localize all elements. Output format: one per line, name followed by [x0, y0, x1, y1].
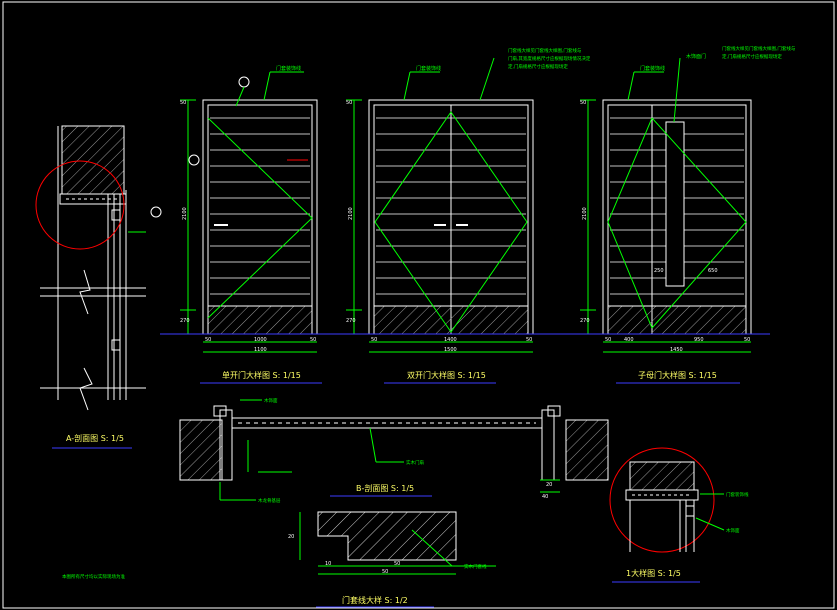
single-tag: 门套装饰线: [276, 65, 301, 72]
double-dim-inner: 1400: [444, 337, 457, 343]
secb-label-3: 木龙骨基层: [258, 497, 281, 504]
mother-door-title: 子母门大样图 S: 1/15: [638, 370, 717, 380]
mother-dim-inner-a: 250: [654, 268, 664, 274]
secb-label-1: 木饰面: [264, 397, 278, 404]
mother-dim-inner-b: 650: [708, 268, 718, 274]
bottom-note: 本图所有尺寸均以实际现场为准: [62, 573, 125, 580]
mother-dim-left: 50: [605, 337, 611, 343]
doorline-dim-2: 50: [394, 561, 400, 567]
single-door-elevation: [180, 71, 318, 353]
double-dim-top: 50: [346, 100, 352, 106]
door-line-drawing: [299, 511, 496, 575]
mother-note-1: 门套线大样见门套线大样图,门套线与: [722, 45, 795, 52]
double-dim-right: 50: [526, 337, 532, 343]
single-dim-inner: 1000: [254, 337, 267, 343]
single-dim-bottom: 270: [180, 318, 190, 324]
double-dim-bottom: 270: [346, 318, 356, 324]
detail-callout-circle: [35, 160, 125, 250]
mother-dim-overall: 1450: [670, 347, 683, 353]
section-a-drawing: [35, 125, 162, 411]
detail1-label-1: 门套装饰线: [726, 491, 749, 498]
door-line-title: 门套线大样 S: 1/2: [342, 595, 408, 605]
double-dim-overall: 1500: [444, 347, 457, 353]
double-dim-height: 2100: [348, 207, 354, 220]
detail-1-drawing: [609, 447, 725, 553]
mother-dim-leftw: 400: [624, 337, 634, 343]
mother-door-elevation: [580, 57, 752, 353]
note-top-3: 定,门扇规格尺寸应根据现场定: [508, 63, 568, 70]
section-a-title: A-剖面图 S: 1/5: [66, 433, 124, 443]
mother-dim-right: 50: [744, 337, 750, 343]
section-b-drawing: [179, 399, 609, 501]
note-top-2: 门扇,其宽度规格尺寸应根据现场情况决定: [508, 55, 591, 62]
doorline-dim-h: 20: [288, 534, 294, 540]
note-top-1: 门套线大样见门套线大样图,门套线与: [508, 47, 581, 54]
mother-dim-top: 50: [580, 100, 586, 106]
section-b-title: B-剖面图 S: 1/5: [356, 483, 414, 493]
secb-dim-1: 20: [546, 482, 552, 488]
double-door-title: 双开门大样图 S: 1/15: [407, 370, 486, 380]
mother-dim-height: 2100: [582, 207, 588, 220]
single-dim-overall: 1100: [254, 347, 267, 353]
detail1-label-2: 木饰面: [726, 527, 740, 534]
mother-tag: 门套装饰线: [640, 65, 665, 72]
double-dim-left: 50: [371, 337, 377, 343]
mother-dim-bottom: 270: [580, 318, 590, 324]
mother-tag-door: 木饰面门: [686, 53, 706, 60]
single-dim-right: 50: [310, 337, 316, 343]
mother-note-2: 定,门扇规格尺寸应根据现场定: [722, 53, 782, 60]
double-tag: 门套装饰线: [416, 65, 441, 72]
doorline-dim-1: 10: [325, 561, 331, 567]
doorline-label: 实木门套线: [464, 563, 487, 570]
detail-1-title: 1大样图 S: 1/5: [626, 568, 681, 578]
doorline-dim-3: 50: [382, 569, 388, 575]
double-door-elevation: [346, 57, 534, 353]
single-door-title: 单开门大样图 S: 1/15: [222, 370, 301, 380]
secb-dim-2: 40: [542, 494, 548, 500]
single-dim-top: 50: [180, 100, 186, 106]
single-dim-height: 2100: [182, 207, 188, 220]
secb-label-2: 实木门扇: [406, 459, 424, 466]
single-dim-left: 50: [205, 337, 211, 343]
mother-dim-rightw: 950: [694, 337, 704, 343]
